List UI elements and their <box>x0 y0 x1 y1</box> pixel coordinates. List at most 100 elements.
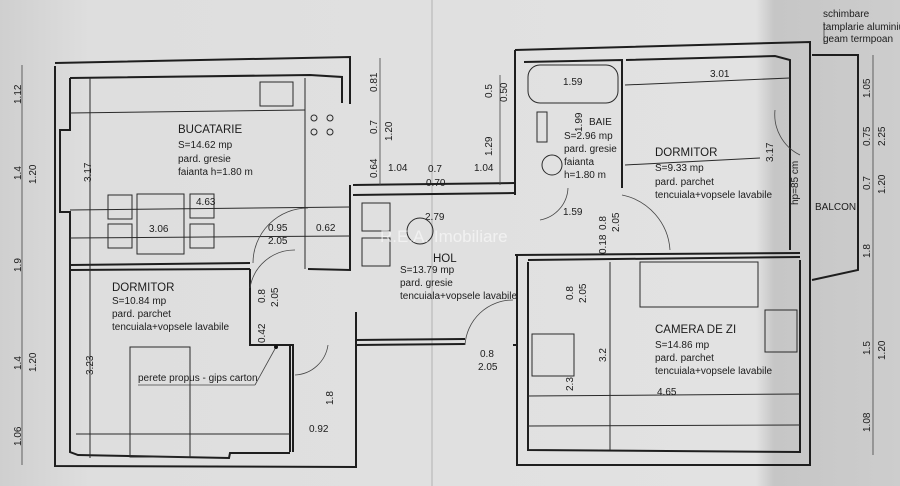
dim: 1.20 <box>28 164 39 184</box>
dim: 3.17 <box>765 142 776 162</box>
dim: 1.20 <box>877 340 888 360</box>
dim: 0.42 <box>257 323 268 343</box>
room-name: BUCATARIE <box>178 124 242 136</box>
room-baie: 1.59 1.99 BAIE S=2.96 mp pard. gresie fa… <box>563 77 622 254</box>
fixtures <box>69 64 801 458</box>
dim: 0.75 <box>862 126 873 146</box>
room-walls: tencuiala+vopsele lavabile <box>655 190 772 201</box>
dim: 2.3 <box>565 377 576 391</box>
watermark: R.E.A. Imobiliare <box>380 227 508 246</box>
door-swings <box>249 109 801 376</box>
room-walls: tencuiala+vopsele lavabile <box>655 366 772 377</box>
middle-dimensions: 0.81 0.7 1.20 0.64 1.04 0.7 0.70 0.5 0.5… <box>369 72 510 189</box>
room-floor: pard. gresie <box>564 144 617 155</box>
dim: 1.9 <box>13 258 24 272</box>
room-hol: 2.79 HOL S=13.79 mp pard. gresie tencuia… <box>400 212 517 373</box>
dimension-lines <box>21 22 874 465</box>
dim: 1.04 <box>474 163 494 174</box>
room-bucatarie: BUCATARIE S=14.62 mp pard. gresie faiant… <box>83 124 336 247</box>
room-area: S=9.33 mp <box>655 163 704 174</box>
room-area: S=14.62 mp <box>178 140 233 151</box>
dim: 3.17 <box>83 162 94 182</box>
dim: 1.29 <box>484 136 495 156</box>
dim: 0.64 <box>369 158 380 178</box>
walls <box>54 40 859 469</box>
dim: 1.4 <box>13 166 24 180</box>
dim: 1.08 <box>862 412 873 432</box>
room-dormitor-2: 3.01 DORMITOR S=9.33 mp pard. parchet te… <box>655 69 856 213</box>
right-dimensions: schimbare tamplarie aluminiu si geam ter… <box>823 9 900 432</box>
room-floor: pard. gresie <box>178 154 231 165</box>
dim: 2.25 <box>877 126 888 146</box>
room-dormitor-1: DORMITOR S=10.84 mp pard. parchet tencui… <box>85 282 336 435</box>
room-name: BAIE <box>589 117 612 128</box>
dim: 4.63 <box>196 197 216 208</box>
dim: 3.23 <box>85 355 96 375</box>
dim: 1.8 <box>325 391 336 405</box>
dim: 0.70 <box>426 178 446 189</box>
dim: 0.18 <box>598 234 609 254</box>
window-note: geam termpoan <box>823 34 893 45</box>
room-name: HOL <box>433 253 457 265</box>
room-area: S=14.86 mp <box>655 340 710 351</box>
dim: 0.8 <box>257 289 268 303</box>
room-walls: faianta h=1.80 m <box>178 167 253 178</box>
room-walls: faianta <box>564 157 594 168</box>
room-name: DORMITOR <box>655 147 717 159</box>
dim: 1.8 <box>862 244 873 258</box>
dim: 2.05 <box>478 362 498 373</box>
dim: 0.7 <box>862 176 873 190</box>
dim: 0.81 <box>369 72 380 92</box>
window-note: tamplarie aluminiu si <box>823 22 900 33</box>
dim: 1.20 <box>28 352 39 372</box>
dim: 0.8 <box>565 286 576 300</box>
dim: 0.7 <box>428 164 442 175</box>
dim: 0.8 <box>598 216 609 230</box>
dim: 0.62 <box>316 223 336 234</box>
dim: 0.8 <box>480 349 494 360</box>
room-walls: tencuiala+vopsele lavabile <box>112 322 229 333</box>
room-area: S=2.96 mp <box>564 131 613 142</box>
dim: 1.20 <box>384 121 395 141</box>
room-floor: pard. gresie <box>400 278 453 289</box>
dim: 1.4 <box>13 356 24 370</box>
dim: 1.05 <box>862 78 873 98</box>
dim: 3.01 <box>710 69 730 80</box>
room-name: CAMERA DE ZI <box>655 324 736 336</box>
dim: 2.05 <box>268 236 288 247</box>
room-floor: pard. parchet <box>655 353 714 364</box>
dim: 1.20 <box>877 174 888 194</box>
sill-height-note: hp=85 cm <box>790 161 801 205</box>
room-floor: pard. parchet <box>655 177 714 188</box>
dim: 1.04 <box>388 163 408 174</box>
dim: 2.05 <box>611 212 622 232</box>
dim: 1.59 <box>563 207 583 218</box>
window-note: schimbare <box>823 9 870 20</box>
room-walls: tencuiala+vopsele lavabile <box>400 291 517 302</box>
dim: 1.12 <box>13 84 24 104</box>
dim: 2.05 <box>578 283 589 303</box>
dim: 1.99 <box>574 112 585 132</box>
dim: 2.79 <box>425 212 445 223</box>
dim: 0.7 <box>369 120 380 134</box>
dim: 0.92 <box>309 424 329 435</box>
dim: 0.5 <box>484 84 495 98</box>
room-floor: pard. parchet <box>112 309 171 320</box>
dim: 3.06 <box>149 224 169 235</box>
room-height: h=1.80 m <box>564 170 606 181</box>
room-area: S=10.84 mp <box>112 296 167 307</box>
dim: 3.2 <box>598 348 609 362</box>
dim: 4.65 <box>657 387 677 398</box>
dim: 1.59 <box>563 77 583 88</box>
room-name-balcon: BALCON <box>815 202 856 213</box>
dim: 1.06 <box>13 426 24 446</box>
dim: 1.5 <box>862 341 873 355</box>
dim: 0.50 <box>499 82 510 102</box>
dim: 0.95 <box>268 223 288 234</box>
room-area: S=13.79 mp <box>400 265 455 276</box>
room-name: DORMITOR <box>112 282 174 294</box>
room-camera-de-zi: 0.8 2.05 CAMERA DE ZI S=14.86 mp pard. p… <box>565 283 772 398</box>
partition-note: perete propus - gips carton <box>138 373 258 384</box>
left-dimensions: 1.12 1.4 1.20 1.9 1.4 1.20 1.06 <box>13 84 39 446</box>
